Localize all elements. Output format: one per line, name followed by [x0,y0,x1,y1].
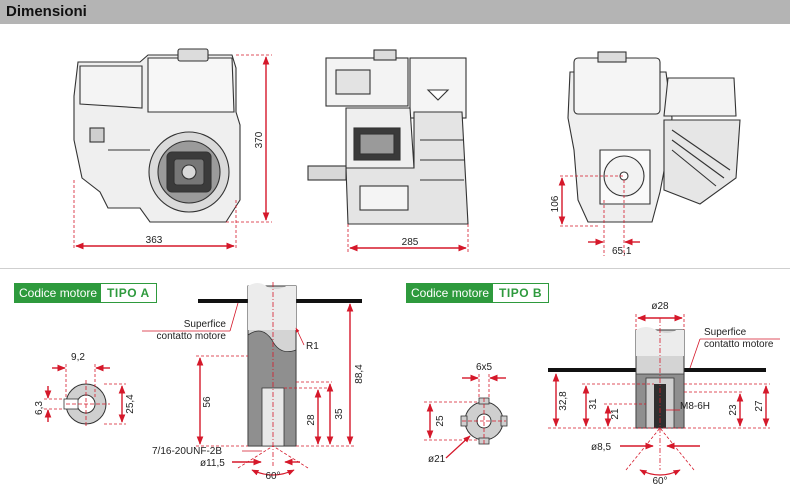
section-header: Dimensioni [0,0,790,24]
shaft-length-a-label: 32,8 [558,391,569,411]
spline-diameter-label: ø21 [428,454,446,465]
hole-diameter-label: ø11,5 [200,458,225,469]
thread-angle-label: 60° [652,476,667,487]
hole-diameter-label: ø8,5 [591,442,611,453]
section-divider [0,268,790,269]
engine-depth-label: 285 [402,237,419,248]
shaft-offset-label: 65,1 [612,246,632,257]
tipo-b-shaft-dimensions: ø28 Superfice contatto motore 32,8 31 21… [548,301,780,487]
fillet-radius-label: R1 [306,341,319,352]
tipo-a-key-section [63,380,110,426]
tipo-b-shaft [548,318,766,471]
engine-code-value: TIPO A [101,284,156,302]
tipo-a-shaft-dimensions: Superfice contatto motore R1 56 28 35 88… [142,302,365,482]
shaft-diameter-label: ø28 [651,301,669,312]
engine-code-tipo-b: Codice motore TIPO B [406,283,550,303]
engine-code-label: Codice motore [15,284,102,302]
thread-spec-label: 7/16-20UNF-2B [152,446,222,457]
rear-view-dimensions: 106 65,1 [550,175,640,257]
shaft-length-c-label: 21 [610,408,621,420]
tipo-b-spline-section [460,397,508,445]
bore-length-label: 35 [334,408,345,420]
tipo-a-key-dimensions: 9,2 6,3 25,4 [34,352,136,425]
spline-height-label: 25 [435,415,446,427]
side-view-dimensions: 285 [347,224,469,252]
key-width-label: 9,2 [71,352,85,363]
front-view-dimensions: 370 363 [73,54,272,250]
shaft-length-d-label: 23 [728,404,739,416]
section-title: Dimensioni [6,3,87,20]
hub-width-label: 25,4 [125,394,136,414]
spline-size-label: 6x5 [476,362,493,373]
engine-code-tipo-a: Codice motore TIPO A [14,283,157,303]
engine-rear-view [567,51,741,223]
thread-angle-label: 60° [265,471,280,482]
contact-surface-label-line2: contatto motore [157,331,227,342]
engine-width-label: 363 [146,235,163,246]
engine-side-view [307,49,469,225]
thread-length-label: 28 [306,414,317,426]
shaft-height-label: 106 [550,195,561,212]
shaft-length-b-label: 31 [588,398,599,410]
contact-surface-label-line1: Superfice [184,319,227,330]
shaft-total-label: 88,4 [354,364,365,384]
thread-spec-label: M8-6H [680,401,710,412]
engine-height-label: 370 [254,131,265,148]
engine-front-view [73,48,241,223]
engine-code-label: Codice motore [407,284,494,302]
tipo-a-shaft [198,282,362,469]
key-height-label: 6,3 [34,401,45,415]
contact-surface-label-line1: Superfice [704,327,747,338]
keyway-length-label: 56 [202,396,213,408]
engine-code-value: TIPO B [493,284,549,302]
tipo-b-spline-dimensions: 6x5 25 ø21 [424,362,506,465]
contact-surface-label-line2: contatto motore [704,339,774,350]
shaft-length-e-label: 27 [754,400,765,412]
